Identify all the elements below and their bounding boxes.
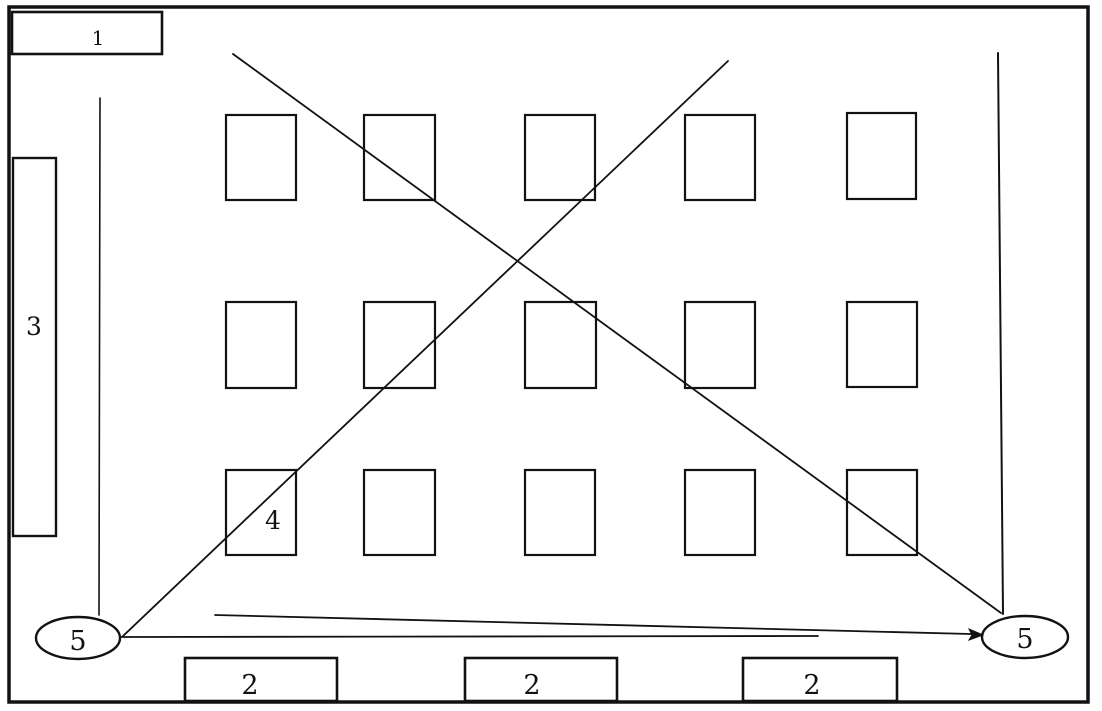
grid-cell-marked	[224, 468, 298, 557]
label-left-bar: 3	[26, 312, 42, 341]
bottom-box	[463, 656, 619, 703]
grid-cell	[683, 468, 757, 557]
label-bottom-box-2: 2	[523, 670, 540, 701]
label-top-left-box: 1	[92, 26, 105, 50]
grid-cell	[523, 300, 598, 390]
diagonal-line-up-right	[122, 60, 729, 637]
grid-cell	[523, 113, 597, 202]
bottom-box	[741, 656, 899, 703]
grid-cell	[845, 111, 918, 201]
grid-cell	[523, 468, 597, 557]
label-right-ellipse: 5	[1016, 624, 1033, 655]
diagonal-line-down-right	[232, 53, 1002, 614]
right-ellipse	[980, 614, 1070, 660]
grid-cell	[362, 113, 437, 202]
bottom-box	[183, 656, 339, 703]
left-bar	[11, 156, 58, 538]
grid	[224, 111, 919, 557]
right-vertical-line	[997, 52, 1004, 615]
left-ellipse	[34, 615, 122, 661]
label-bottom-box-1: 2	[241, 670, 258, 701]
bottom-arrow-line	[214, 614, 972, 635]
top-left-box	[10, 10, 164, 56]
bottom-horizontal-line	[120, 635, 819, 638]
grid-cell	[224, 113, 298, 202]
linework	[7, 5, 1090, 704]
label-marked-grid-cell: 4	[265, 506, 281, 535]
grid-cell	[845, 300, 919, 389]
grid-cell	[683, 113, 757, 202]
labels: 1 3 4 5 5 2 2 2	[26, 26, 1034, 701]
grid-cell	[845, 468, 919, 557]
grid-cell	[362, 468, 437, 557]
label-left-ellipse: 5	[69, 626, 86, 657]
outer-border	[7, 5, 1090, 704]
arrowhead-icon	[967, 628, 985, 641]
grid-cell	[683, 300, 757, 390]
label-bottom-box-3: 2	[803, 670, 820, 701]
left-vertical-line	[98, 97, 101, 616]
grid-cell	[362, 300, 437, 390]
grid-cell	[224, 300, 298, 390]
